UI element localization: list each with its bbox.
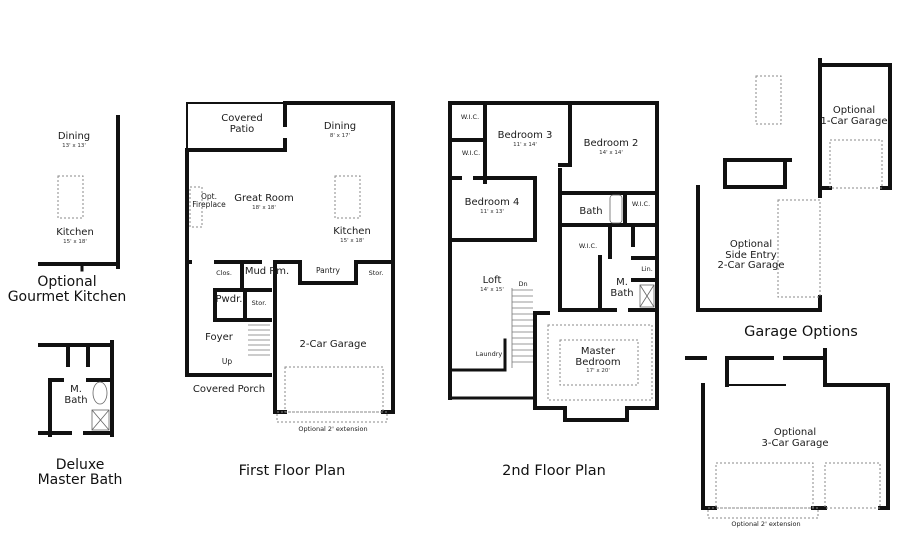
three-car-garage-walls bbox=[685, 348, 890, 510]
ff-storage2-label: Stor. bbox=[251, 299, 267, 307]
second-floor-walls bbox=[448, 101, 659, 422]
gourmet-kitchen-walls bbox=[38, 115, 120, 272]
bath-label: Bath bbox=[579, 206, 603, 217]
wic-1-label: W.I.C. bbox=[460, 113, 480, 121]
powder-room-label: Pwdr. bbox=[215, 294, 243, 305]
wic-2-label: W.I.C. bbox=[461, 149, 481, 157]
deluxe-mbath-label: M.Bath bbox=[64, 384, 88, 406]
covered-porch-label: Covered Porch bbox=[192, 384, 266, 395]
opt-fireplace-label: Opt.Fireplace bbox=[192, 192, 226, 209]
ff-extension-note: Optional 2' extension bbox=[298, 425, 368, 433]
mud-room-label: Mud Rm. bbox=[244, 266, 290, 277]
pantry-label: Pantry bbox=[316, 266, 340, 275]
first-floor-title: First Floor Plan bbox=[238, 463, 346, 479]
stairs-down-label: Dn bbox=[518, 280, 528, 288]
two-car-garage-label: 2-Car Garage bbox=[299, 339, 367, 350]
stairs-up-label: Up bbox=[221, 357, 233, 366]
master-bath-label: M.Bath bbox=[610, 277, 634, 299]
deluxe-bath-walls bbox=[38, 340, 114, 437]
first-floor-walls bbox=[185, 101, 395, 414]
linen-label: Lin. bbox=[641, 265, 653, 273]
ff-storage-label: Stor. bbox=[368, 269, 384, 277]
garage-option-walls bbox=[696, 58, 892, 312]
laundry-label: Laundry bbox=[475, 350, 503, 358]
master-wic-label: W.I.C. bbox=[578, 242, 598, 250]
garage-options-title: Garage Options bbox=[744, 324, 858, 340]
wic-3-label: W.I.C. bbox=[631, 200, 651, 208]
garage-extension-note: Optional 2' extension bbox=[731, 520, 801, 528]
second-floor-title: 2nd Floor Plan bbox=[502, 463, 606, 479]
closet-label: Clos. bbox=[216, 269, 232, 277]
foyer-label: Foyer bbox=[205, 332, 233, 343]
